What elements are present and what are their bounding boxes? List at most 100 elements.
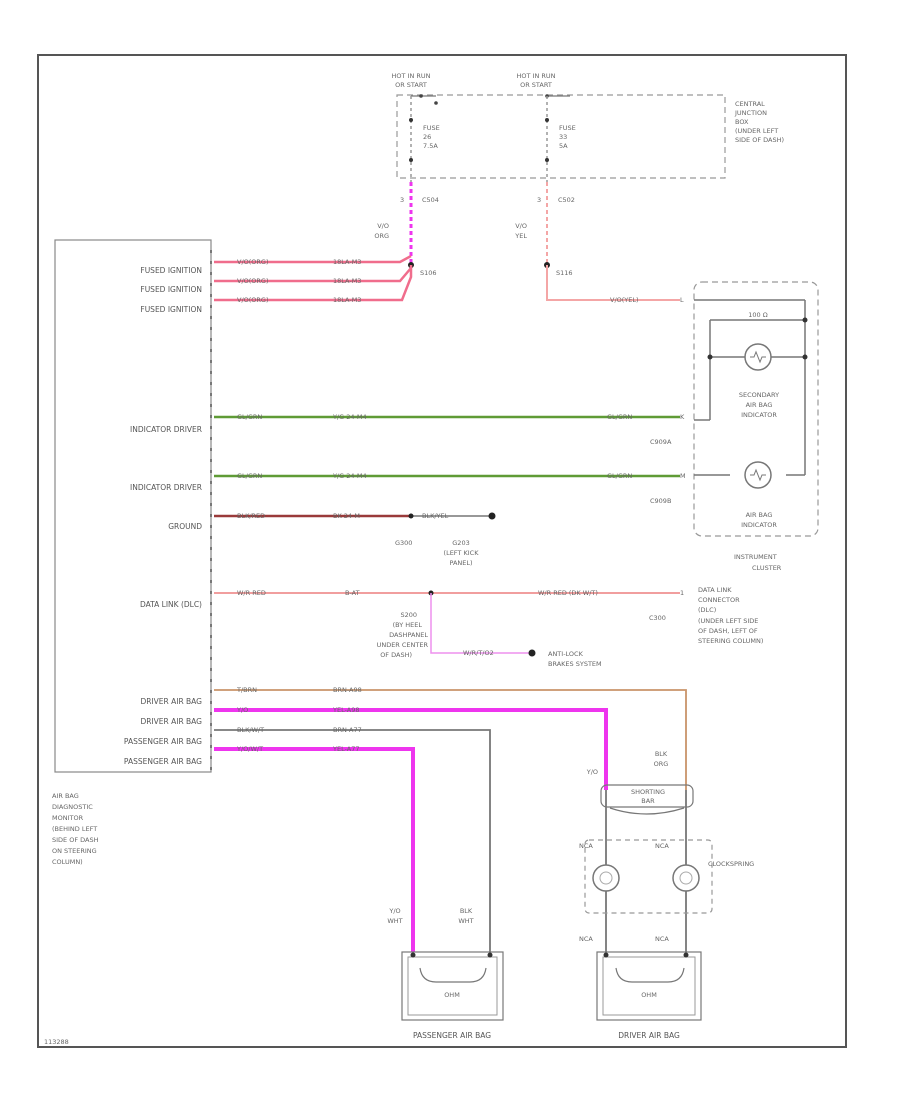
ground-g300: G300 — [395, 539, 412, 547]
wire-fused-ignition-1 — [214, 254, 412, 264]
wire-label-ign2-color: V/O(ORG) — [237, 277, 269, 285]
module-pin-fused-ignition-3: FUSED IGNITION — [140, 305, 202, 314]
wire-label-dlc-b: B-AT — [345, 589, 360, 597]
wire-vo-org-1: V/O — [377, 222, 389, 230]
air-bag-diagnostic-module — [54, 239, 212, 773]
fuse-33-line-1: FUSE — [559, 124, 576, 132]
hot-label-2-line-1: HOT IN RUN — [516, 72, 555, 80]
instrument-cluster: 100 Ω — [693, 281, 819, 537]
pin-c502: 3 — [537, 196, 541, 204]
wire-label-pas1-a: BLK/W/T — [237, 726, 264, 734]
shorting-bar-label-2: BAR — [641, 797, 655, 805]
dlc-label-4: (UNDER LEFT SIDE — [698, 617, 758, 625]
hot-label-1-line-1: HOT IN RUN — [391, 72, 430, 80]
module-label-7: COLUMN) — [52, 858, 83, 866]
clockspring-nca-2: NCA — [655, 842, 669, 850]
wire-driver-air-bag-1 — [214, 689, 687, 790]
splice-s200-label-3: DASHPANEL — [389, 631, 428, 639]
fuse-33-terminal-bottom — [545, 158, 549, 162]
clockspring-nca-4: NCA — [655, 935, 669, 943]
dlc-connector-id: C300 — [649, 614, 666, 622]
wire-label-ind1-b: Y/G 24-M4 — [332, 413, 367, 421]
junction-box-label-2: JUNCTION — [734, 109, 767, 117]
cluster-pin-k: K — [680, 413, 685, 421]
wire-label-ind1-a: GL/GRN — [237, 413, 262, 421]
clockspring — [584, 839, 713, 914]
wire-label-gnd-a: BLK/RED — [237, 512, 265, 520]
module-pin-indicator-driver-2: INDICATOR DRIVER — [130, 483, 202, 492]
wire-label-drv2-b: YEL-A98 — [332, 706, 360, 714]
pin-c504: 3 — [400, 196, 404, 204]
wire-label-vo-yel: V/O(YEL) — [610, 296, 639, 304]
driver-wire-right-label-2: ORG — [654, 760, 669, 768]
wire-label-ign1-circuit: 18LA-M3 — [333, 258, 361, 266]
clockspring-label: CLOCKSPRING — [708, 860, 754, 868]
driver-wire-left-label: Y/O — [586, 768, 598, 776]
wire-label-ind2-b: Y/G 24-M4 — [332, 472, 367, 480]
abs-label-2: BRAKES SYSTEM — [548, 660, 602, 668]
module-label-2: DIAGNOSTIC — [52, 803, 93, 811]
cluster-resistor: 100 Ω — [748, 311, 767, 319]
dlc-pin: 1 — [680, 589, 684, 597]
module-label-4: (BEHIND LEFT — [52, 825, 97, 833]
cluster-pin-m: M — [680, 472, 686, 480]
wire-label-ind1-c: GL/GRN — [607, 413, 632, 421]
dlc-label-5: OF DASH, LEFT OF — [698, 627, 758, 635]
secondary-indicator-label-2: AIR BAG — [746, 401, 773, 409]
driver-bag-ohm: OHM — [641, 991, 657, 999]
dlc-label-2: CONNECTOR — [698, 596, 740, 604]
wire-label-ign2-circuit: 18LA-M3 — [333, 277, 361, 285]
splice-s200-label-2: (BY HEEL — [393, 621, 423, 629]
wire-label-drv2-a: Y/O — [236, 706, 248, 714]
air-bag-indicator-label-1: AIR BAG — [746, 511, 773, 519]
hot-label-2-line-2: OR START — [520, 81, 552, 89]
splice-s116-label: S116 — [556, 269, 573, 277]
junction-box-label-3: BOX — [735, 118, 749, 126]
wire-label-abs: W/R/T/O2 — [463, 649, 494, 657]
connector-c504: C504 — [422, 196, 439, 204]
wire-label-pas2-a: Y/O/W/T — [236, 745, 263, 753]
module-pin-data-link: DATA LINK (DLC) — [140, 600, 202, 609]
fuse-26-line-3: 7.5A — [423, 142, 438, 150]
fuse-33-line-2: 33 — [559, 133, 567, 141]
ground-g203-icon — [488, 512, 496, 520]
wire-fused-ignition-2 — [214, 267, 412, 283]
passenger-bag-ohm: OHM — [444, 991, 460, 999]
wire-label-ign1-color: V/O(ORG) — [237, 258, 269, 266]
dlc-label-1: DATA LINK — [698, 586, 732, 594]
module-pin-fused-ignition-2: FUSED IGNITION — [140, 285, 202, 294]
secondary-indicator-label-3: INDICATOR — [741, 411, 777, 419]
shorting-bar — [600, 784, 694, 815]
wire-passenger-air-bag-2 — [214, 747, 415, 952]
passenger-wire-right-label-2: WHT — [458, 917, 473, 925]
wire-label-drv1-a: T/BRN — [236, 686, 257, 694]
wire-to-abs — [430, 593, 530, 654]
module-label-5: SIDE OF DASH — [52, 836, 99, 844]
fuse-26-line-2: 26 — [423, 133, 431, 141]
module-pin-driver-air-bag-2: DRIVER AIR BAG — [140, 717, 202, 726]
instrument-cluster-label-2: CLUSTER — [752, 564, 782, 572]
wire-label-ind2-c: GL/GRN — [607, 472, 632, 480]
module-label-3: MONITOR — [52, 814, 84, 822]
junction-box-label-4: (UNDER LEFT — [735, 127, 778, 135]
splice-s200-label-4: UNDER CENTER — [377, 641, 429, 649]
module-pin-ground: GROUND — [168, 522, 202, 531]
splice-s200-label-5: OF DASH) — [380, 651, 412, 659]
fuse-26-line-1: FUSE — [423, 124, 440, 132]
abs-connector-icon — [528, 649, 536, 657]
diagram-frame — [37, 54, 847, 1048]
clockspring-coil-right-icon — [672, 864, 700, 892]
module-label-6: ON STEERING — [52, 847, 97, 855]
dlc-label-6: STEERING COLUMN) — [698, 637, 763, 645]
passenger-air-bag-module — [401, 951, 504, 1021]
driver-air-bag-module — [596, 951, 702, 1021]
passenger-air-bag-label: PASSENGER AIR BAG — [413, 1031, 491, 1040]
wire-fused-ignition-3 — [214, 265, 413, 302]
module-pin-passenger-air-bag-2: PASSENGER AIR BAG — [124, 757, 202, 766]
module-pin-fused-ignition-1: FUSED IGNITION — [140, 266, 202, 275]
secondary-indicator-label-1: SECONDARY — [739, 391, 779, 399]
wire-label-pas1-b: BRN-A77 — [333, 726, 362, 734]
instrument-cluster-label-1: INSTRUMENT — [734, 553, 777, 561]
driver-wire-right-label-1: BLK — [655, 750, 668, 758]
